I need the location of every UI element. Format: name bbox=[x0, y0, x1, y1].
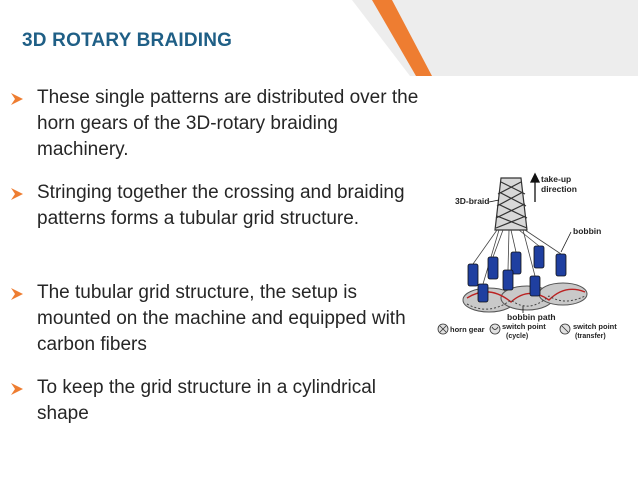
bullet-text: The tubular grid structure, the setup is… bbox=[37, 282, 406, 355]
switch-transfer-icon bbox=[559, 323, 571, 335]
base-plate bbox=[462, 282, 588, 313]
arrow-bullet-icon bbox=[11, 93, 23, 105]
arrow-bullet-icon bbox=[11, 288, 23, 300]
bobbin-label: bobbin bbox=[573, 226, 601, 236]
legend-switch-transfer-1: switch point bbox=[573, 322, 617, 331]
slide-title: 3D ROTARY BRAIDING bbox=[22, 30, 233, 51]
bobbins bbox=[467, 245, 567, 303]
gray-panel bbox=[352, 0, 638, 76]
yarn-lines bbox=[472, 229, 562, 285]
orange-stripe bbox=[372, 0, 432, 76]
legend: horn gear switch point (cycle) switch po… bbox=[437, 322, 617, 340]
switch-cycle-icon bbox=[489, 323, 501, 335]
takeup-label-line2: direction bbox=[541, 184, 577, 194]
legend-switch-cycle-1: switch point bbox=[502, 322, 546, 331]
arrow-bullet-icon bbox=[11, 383, 23, 395]
bullet-text: To keep the grid structure in a cylindri… bbox=[37, 377, 376, 424]
arrow-bullet-icon bbox=[11, 188, 23, 200]
legend-horn-gear: horn gear bbox=[450, 325, 485, 334]
takeup-arrow-icon bbox=[529, 172, 541, 202]
horn-gear-icon bbox=[437, 323, 449, 335]
braiding-machine-figure: take-up direction 3D-braid bobbin bobbin… bbox=[437, 172, 617, 340]
legend-switch-transfer-2: (transfer) bbox=[575, 333, 606, 340]
braid-tube bbox=[494, 177, 528, 231]
bullet-text: These single patterns are distributed ov… bbox=[37, 87, 419, 160]
takeup-label-line1: take-up bbox=[541, 174, 571, 184]
braid-label: 3D-braid bbox=[455, 196, 489, 206]
bobbin-path-label: bobbin path bbox=[507, 312, 556, 322]
bullet-text: Stringing together the crossing and brai… bbox=[37, 182, 405, 229]
legend-switch-cycle-2: (cycle) bbox=[506, 333, 528, 340]
